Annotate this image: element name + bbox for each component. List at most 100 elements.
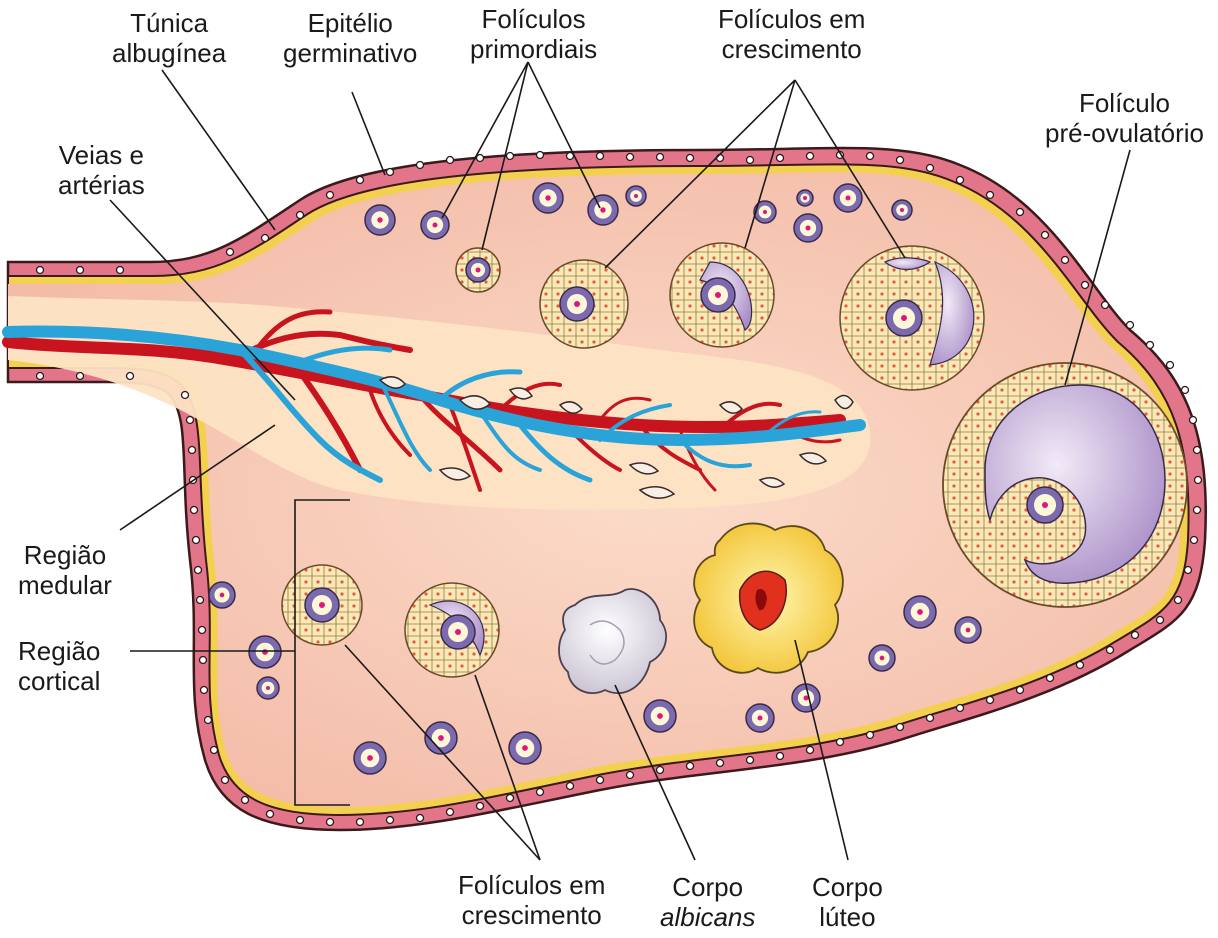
epithelial-cell: [987, 697, 994, 704]
primordial-follicle: [626, 186, 646, 206]
label-line: artérias: [58, 170, 145, 200]
epithelial-cell: [1017, 209, 1024, 216]
label-foliculo-pre-ovulatorio: Folículo pré-ovulatório: [1045, 88, 1204, 148]
epithelial-cell: [897, 724, 904, 731]
early-growing-follicle: [456, 248, 500, 292]
primordial-follicle: [892, 200, 912, 220]
epithelial-cell: [1082, 282, 1089, 289]
label-regiao-cortical: Região cortical: [18, 636, 100, 696]
epithelial-cell: [417, 162, 424, 169]
label-line: cortical: [18, 666, 100, 696]
epithelial-cell: [867, 153, 874, 160]
label-line: Região: [18, 540, 112, 570]
label-line: medular: [18, 570, 112, 600]
epithelial-cell: [927, 715, 934, 722]
epithelial-cell: [195, 567, 202, 574]
epithelial-cell: [327, 819, 334, 826]
epithelial-cell: [205, 717, 212, 724]
epithelial-cell: [1127, 322, 1134, 329]
epithelial-cell: [537, 789, 544, 796]
epithelial-cell: [297, 817, 304, 824]
epithelial-cell: [197, 597, 204, 604]
epithelial-cell: [477, 155, 484, 162]
secondary-follicle-bottom: [282, 565, 362, 645]
epithelial-cell: [837, 739, 844, 746]
label-line: Folículos em: [718, 4, 865, 34]
primordial-follicle: [955, 617, 981, 643]
epithelial-cell: [189, 447, 196, 454]
epithelial-cell: [1194, 507, 1201, 514]
label-line: Folículos em: [458, 870, 605, 900]
primordial-follicle: [746, 704, 774, 732]
secondary-follicle-top: [540, 260, 628, 348]
primordial-follicle: [209, 582, 235, 608]
primordial-follicle: [644, 700, 676, 732]
primordial-follicle: [533, 183, 563, 213]
epithelial-cell: [387, 817, 394, 824]
primordial-follicle: [509, 732, 541, 764]
epithelial-cell: [777, 753, 784, 760]
epithelial-cell: [957, 177, 964, 184]
epithelial-cell: [187, 417, 194, 424]
epithelial-cell: [222, 777, 229, 784]
epithelial-cell: [447, 157, 454, 164]
epithelial-cell: [597, 777, 604, 784]
epithelial-cell: [747, 757, 754, 764]
epithelial-cell: [1191, 537, 1198, 544]
epithelial-cell: [199, 627, 206, 634]
epithelial-cell: [567, 783, 574, 790]
epithelial-cell: [507, 153, 514, 160]
epithelial-cell: [537, 152, 544, 159]
epithelial-cell: [227, 249, 234, 256]
epithelial-cell: [37, 373, 44, 380]
epithelial-cell: [1042, 232, 1049, 239]
antral-follicle-top: [670, 243, 774, 347]
epithelial-cell: [242, 797, 249, 804]
label-line: Túnica: [112, 8, 226, 38]
label-line: pré-ovulatório: [1045, 118, 1204, 148]
epithelial-cell: [627, 772, 634, 779]
epithelial-cell: [127, 373, 134, 380]
epithelial-cell: [1167, 362, 1174, 369]
epithelial-cell: [867, 732, 874, 739]
primordial-follicle: [797, 190, 813, 206]
label-veias-arterias: Veias e artérias: [58, 140, 145, 200]
epithelial-cell: [1182, 387, 1189, 394]
label-line: germinativo: [283, 38, 417, 68]
label-line: Corpo: [660, 872, 755, 902]
epithelial-cell: [1147, 342, 1154, 349]
primordial-follicle: [421, 211, 449, 239]
epithelial-cell: [807, 153, 814, 160]
label-line: lúteo: [812, 902, 883, 932]
epithelial-cell: [477, 803, 484, 810]
label-corpo-luteo: Corpo lúteo: [812, 872, 883, 932]
preovulatory-follicle: [943, 363, 1187, 607]
label-line: crescimento: [458, 900, 605, 930]
epithelial-cell: [687, 155, 694, 162]
epithelial-cell: [717, 760, 724, 767]
epithelial-cell: [327, 192, 334, 199]
label-corpo-albicans: Corpo albicans: [660, 872, 755, 932]
epithelial-cell: [193, 537, 200, 544]
epithelial-cell: [211, 747, 218, 754]
label-foliculos-crescimento-bottom: Folículos em crescimento: [458, 870, 605, 930]
epithelial-cell: [357, 819, 364, 826]
primordial-follicle: [588, 195, 618, 225]
label-regiao-medular: Região medular: [18, 540, 112, 600]
epithelial-cell: [1107, 647, 1114, 654]
antral-follicle-bottom: [405, 583, 499, 677]
primordial-follicle: [904, 596, 936, 628]
label-line: albicans: [660, 902, 755, 932]
label-line: crescimento: [718, 34, 865, 64]
epithelial-cell: [1175, 597, 1182, 604]
epithelial-cell: [507, 795, 514, 802]
epithelial-cell: [987, 192, 994, 199]
epithelial-cell: [267, 811, 274, 818]
epithelial-cell: [897, 157, 904, 164]
epithelial-cell: [627, 154, 634, 161]
epithelial-cell: [957, 705, 964, 712]
epithelial-cell: [1194, 447, 1201, 454]
epithelial-cell: [77, 373, 84, 380]
epithelial-cell: [747, 157, 754, 164]
primordial-follicle: [354, 742, 386, 774]
